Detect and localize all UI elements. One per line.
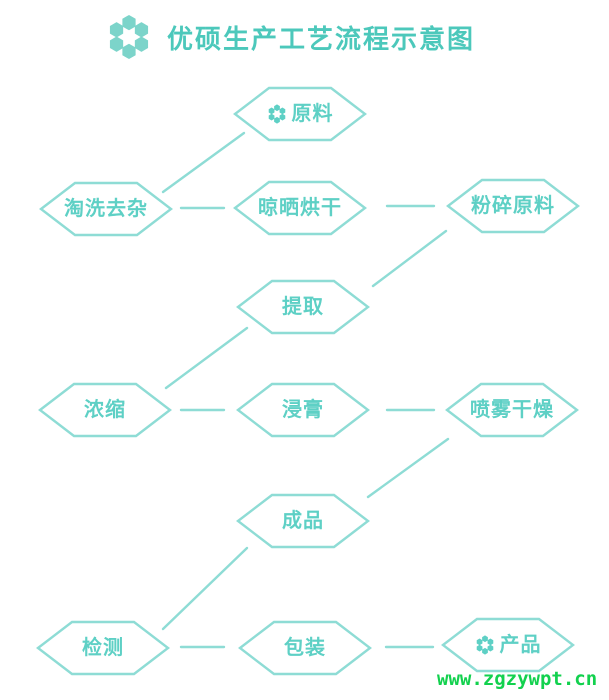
node-content: 成品 [236,493,370,549]
node-content: 粉碎原料 [446,178,580,234]
node-label: 粉碎原料 [471,195,555,217]
hexagon-outline [233,86,367,142]
connector-line [161,546,249,631]
node-content: 检测 [36,620,170,676]
hexagon-outline [446,178,580,234]
page-title: 优硕生产工艺流程示意图 [167,23,476,54]
node-label: 产品 [499,634,542,656]
header: 优硕生产工艺流程示意图 [106,14,475,60]
hexagon-outline [445,382,579,438]
hexagon-outline [441,617,575,673]
hexagon-outline [238,620,372,676]
node-label: 包装 [284,637,326,659]
hexagon-outline [236,382,370,438]
node-wash-remove-impurities: 淘洗去杂 [39,181,173,237]
watermark-url: www.zgzywpt.cn [437,668,598,690]
node-label: 喷雾干燥 [470,399,554,421]
hexagon-outline [39,181,173,237]
hexagon-outline [236,279,370,335]
node-spray-drying: 喷雾干燥 [445,382,579,438]
node-content: 原料 [233,86,367,142]
node-label: 浸膏 [282,399,324,421]
node-label: 原料 [291,103,334,125]
node-finished-goods: 成品 [236,493,370,549]
connector-line [164,326,249,390]
node-content: 浓缩 [38,382,172,438]
hexagon-outline [36,620,170,676]
node-inspection: 检测 [36,620,170,676]
connector-line [161,131,246,194]
node-content: 喷雾干燥 [445,382,579,438]
node-content: 产品 [441,617,575,673]
connector-line [371,229,448,288]
honeycomb-flower-icon [476,635,493,655]
node-label: 成品 [282,510,324,532]
node-content: 淘洗去杂 [39,181,173,237]
honeycomb-flower-icon [268,104,285,124]
hexagon-outline [233,180,367,236]
node-content: 晾晒烘干 [233,180,367,236]
node-packaging: 包装 [238,620,372,676]
node-concentration: 浓缩 [38,382,172,438]
node-extract-paste: 浸膏 [236,382,370,438]
node-label: 检测 [82,637,124,659]
node-product: 产品 [441,617,575,673]
node-sun-dry-bake-dry: 晾晒烘干 [233,180,367,236]
node-content: 浸膏 [236,382,370,438]
node-content: 提取 [236,279,370,335]
connector-line [366,437,450,499]
node-raw-material: 原料 [233,86,367,142]
node-label: 晾晒烘干 [258,197,342,219]
node-label: 淘洗去杂 [64,198,148,220]
node-crush-raw-material: 粉碎原料 [446,178,580,234]
hexagon-outline [38,382,172,438]
honeycomb-logo-icon [109,14,149,60]
node-label: 提取 [282,296,324,318]
hexagon-outline [236,493,370,549]
node-content: 包装 [238,620,372,676]
node-extraction: 提取 [236,279,370,335]
node-label: 浓缩 [84,399,126,421]
